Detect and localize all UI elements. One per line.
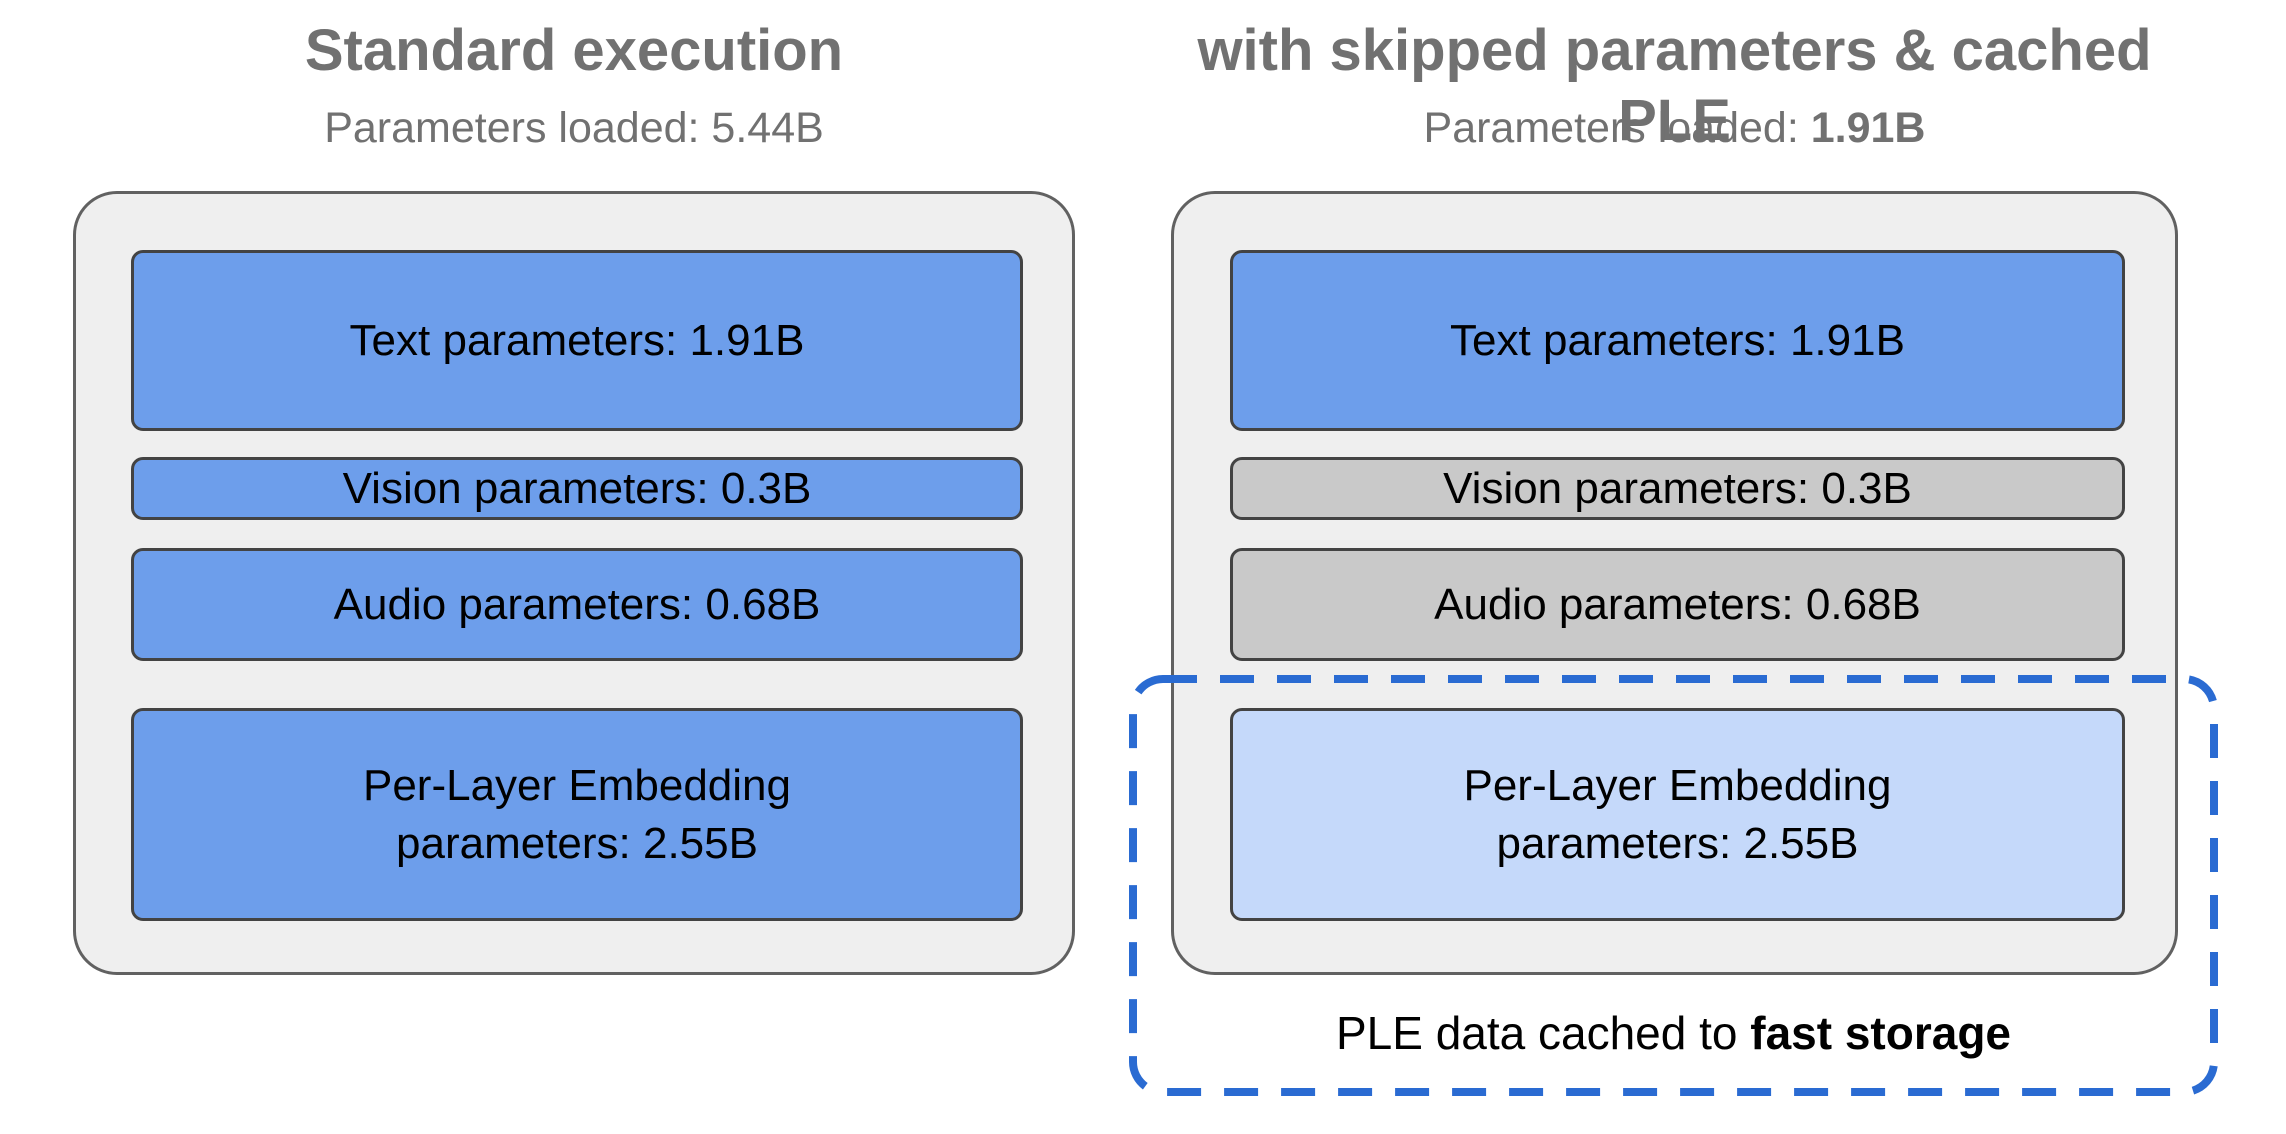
per-layer-embedding-box: Per-Layer Embedding parameters: 2.55B [131, 708, 1023, 921]
panel-subtitle-standard: Parameters loaded: 5.44B [73, 102, 1075, 154]
text-parameters-label: Text parameters: 1.91B [1450, 315, 1905, 365]
vision-parameters-label: Vision parameters: 0.3B [342, 463, 812, 513]
ple-label-line2: parameters: 2.55B [1496, 818, 1859, 868]
panel-title-skipped-cached: with skipped parameters & cached PLE [1197, 18, 2152, 153]
ple-cached-caption: PLE data cached to fast storage [1133, 1003, 2214, 1063]
params-loaded-value: 5.44B [711, 104, 824, 152]
panel-title-standard: Standard execution [304, 18, 844, 83]
ple-caption-prefix: PLE data cached to [1335, 1007, 1751, 1059]
per-layer-embedding-label: Per-Layer Embedding parameters: 2.55B [1463, 757, 1891, 871]
per-layer-embedding-box-cached: Per-Layer Embedding parameters: 2.55B [1230, 708, 2125, 921]
text-parameters-box: Text parameters: 1.91B [131, 250, 1023, 431]
audio-parameters-box: Audio parameters: 0.68B [131, 548, 1023, 661]
text-parameters-box: Text parameters: 1.91B [1230, 250, 2125, 431]
panel-subtitle-skipped-cached: Parameters loaded: 1.91B [1171, 102, 2178, 154]
ple-label-line1: Per-Layer Embedding [362, 761, 791, 811]
model-container-skipped-cached: Text parameters: 1.91B Vision parameters… [1171, 191, 2178, 975]
params-loaded-label: Parameters loaded: [1423, 104, 1811, 152]
params-loaded-value: 1.91B [1810, 104, 1926, 152]
audio-parameters-box-skipped: Audio parameters: 0.68B [1230, 548, 2125, 661]
ple-caption-bold: fast storage [1750, 1007, 2012, 1059]
audio-parameters-label: Audio parameters: 0.68B [333, 579, 821, 629]
model-container-standard: Text parameters: 1.91B Vision parameters… [73, 191, 1075, 975]
vision-parameters-label: Vision parameters: 0.3B [1443, 463, 1912, 513]
vision-parameters-box-skipped: Vision parameters: 0.3B [1230, 457, 2125, 520]
params-loaded-label: Parameters loaded: [324, 104, 712, 152]
audio-parameters-label: Audio parameters: 0.68B [1434, 579, 1921, 629]
text-parameters-label: Text parameters: 1.91B [349, 315, 805, 365]
ple-label-line1: Per-Layer Embedding [1463, 761, 1892, 811]
per-layer-embedding-label: Per-Layer Embedding parameters: 2.55B [363, 757, 791, 871]
ple-label-line2: parameters: 2.55B [396, 818, 758, 868]
vision-parameters-box: Vision parameters: 0.3B [131, 457, 1023, 520]
